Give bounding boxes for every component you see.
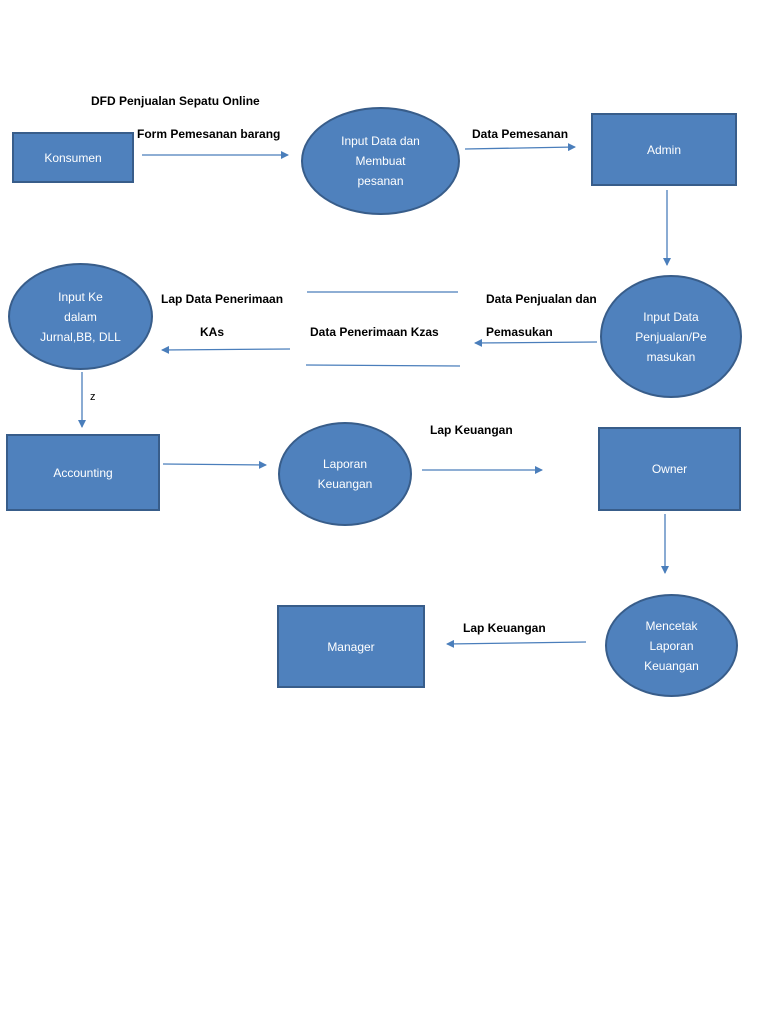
accounting-entity: Accounting	[6, 434, 160, 511]
manager-label: Manager	[327, 639, 375, 654]
manager-entity: Manager	[277, 605, 425, 688]
input-data-jurnal-label: Input Ke dalam Jurnal,BB, DLL	[40, 289, 121, 344]
laporan-keuangan-process: Laporan Keuangan	[278, 422, 412, 526]
flow-label-z: z	[90, 391, 96, 403]
flow-label-lap-keuangan-manager: Lap Keuangan	[463, 621, 546, 635]
input-data-pesanan-process: Input Data dan Membuat pesanan	[301, 107, 460, 215]
datastore-line-bottom	[305, 364, 461, 367]
flow-label-lap-data-penerimaan: Lap Data Penerimaan	[161, 292, 284, 306]
flow-label-lap-keuangan-owner: Lap Keuangan	[430, 423, 513, 437]
arrow-input-to-admin	[464, 143, 576, 152]
input-data-penjualan-label: Input Data Penjualan/Pe masukan	[635, 309, 707, 364]
mencetak-laporan-process: Mencetak Laporan Keuangan	[605, 594, 738, 697]
laporan-keuangan-label: Laporan Keuangan	[317, 457, 373, 491]
admin-entity: Admin	[591, 113, 737, 186]
owner-entity: Owner	[598, 427, 741, 511]
admin-label: Admin	[646, 142, 681, 157]
flow-label-data-pemesanan: Data Pemesanan	[472, 127, 569, 141]
diagram-title: DFD Penjualan Sepatu Online	[91, 94, 260, 108]
konsumen-label: Konsumen	[44, 150, 102, 165]
input-data-jurnal-process: Input Ke dalam Jurnal,BB, DLL	[8, 263, 153, 370]
accounting-label: Accounting	[53, 465, 113, 480]
konsumen-entity: Konsumen	[12, 132, 134, 183]
arrow-to-input-jurnal	[161, 345, 291, 354]
flow-label-data-penjualan-dan: Data Penjualan dan	[486, 292, 597, 306]
mencetak-laporan-label: Mencetak Laporan Keuangan	[644, 618, 699, 673]
arrow-mencetak-to-manager	[446, 639, 587, 648]
input-data-penjualan-process: Input Data Penjualan/Pe masukan	[600, 275, 742, 398]
flow-label-pemasukan: Pemasukan	[486, 325, 553, 339]
flow-label-form-pemesanan: Form Pemesanan barang	[137, 127, 281, 141]
flow-label-kas: KAs	[200, 325, 225, 339]
arrow-penjualan-to-left	[474, 338, 598, 347]
arrow-accounting-to-laporan	[162, 460, 267, 469]
input-data-pesanan-label: Input Data dan Membuat pesanan	[341, 134, 420, 188]
flow-label-data-penerimaan-kzas: Data Penerimaan Kzas	[310, 325, 439, 339]
owner-label: Owner	[651, 462, 688, 476]
